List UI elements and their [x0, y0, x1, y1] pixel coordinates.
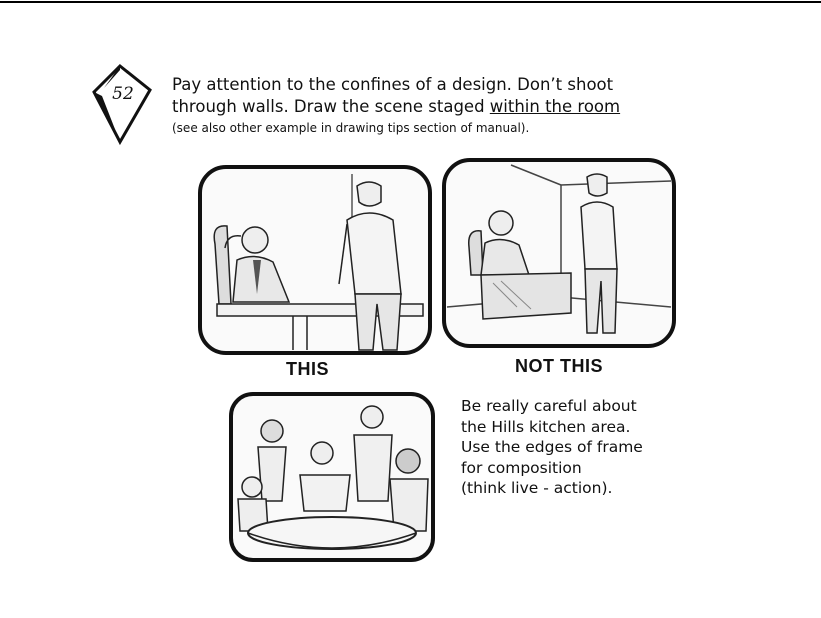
kitchen-scene-sketch [229, 392, 435, 562]
kitchen-note-line-3: Use the edges of frame [461, 438, 643, 457]
kitchen-note-line-5: (think live - action). [461, 479, 613, 498]
diamond-icon [92, 63, 152, 146]
tip-number: 52 [112, 84, 134, 104]
top-border-line [0, 1, 821, 3]
office-scene-sketch [198, 165, 432, 355]
kitchen-note: Be really careful about the Hills kitche… [461, 396, 711, 499]
tip-number-badge: 52 [90, 62, 156, 146]
tip-text: Pay attention to the confines of a desig… [172, 74, 692, 138]
kitchen-note-line-2: the Hills kitchen area. [461, 417, 631, 436]
tip-note: (see also other example in drawing tips … [172, 121, 530, 135]
tip-line-1: Pay attention to the confines of a desig… [172, 75, 614, 94]
storyboard-panel-not-this [441, 157, 677, 349]
storyboard-panel-kitchen [228, 391, 436, 563]
tip-line-2: through walls. Draw the scene staged wit… [172, 96, 692, 118]
tip-line-2-text: through walls. Draw the scene staged [172, 97, 490, 116]
caption-this: THIS [286, 359, 330, 379]
kitchen-note-line-1: Be really careful about [461, 397, 637, 415]
tip-underlined-phrase: within the room [489, 97, 621, 116]
caption-not-this: NOT THIS [515, 356, 603, 376]
storyboard-panel-this [197, 164, 433, 356]
kitchen-note-line-4: for composition [461, 458, 582, 477]
office-scene-wrong-sketch [442, 158, 676, 348]
